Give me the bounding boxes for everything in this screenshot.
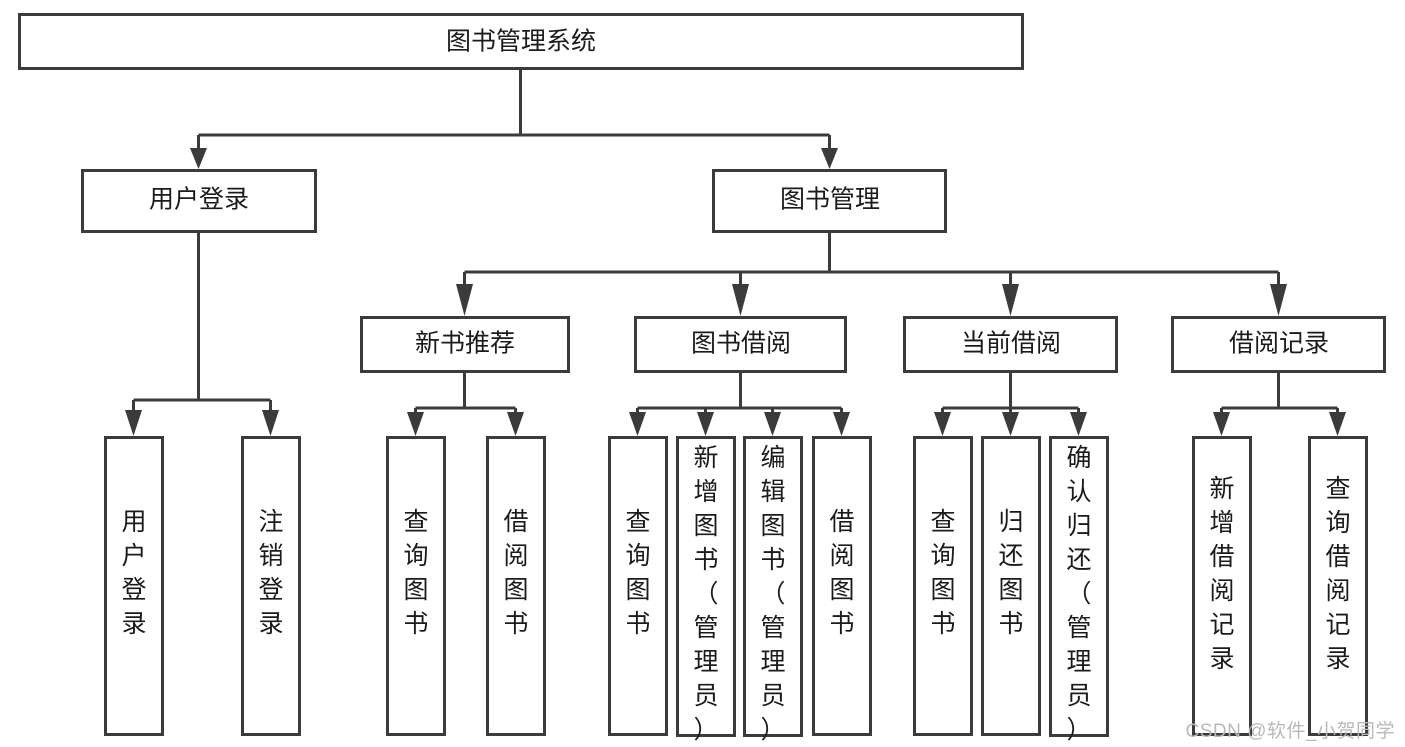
arrow-head-leaf-borrow-book-1: [507, 412, 524, 436]
connector-group-root: [190, 69, 838, 169]
node-book-borrow-box[interactable]: [634, 316, 847, 373]
arrow-head-leaf-query-book-3: [934, 412, 951, 436]
node-borrow-record[interactable]: 借阅记录: [1171, 316, 1386, 373]
node-leaf-query-book-2-box[interactable]: [608, 436, 668, 736]
connector-group-borrow-record: [1213, 372, 1346, 436]
arrow-head-leaf-query-book-2: [629, 412, 646, 436]
node-leaf-borrow-book-1-box[interactable]: [486, 436, 546, 736]
arrow-head-leaf-edit-book: [764, 412, 781, 436]
node-user-login-box[interactable]: [81, 169, 317, 233]
node-current-borrow[interactable]: 当前借阅: [903, 316, 1118, 373]
node-leaf-borrow-book-2[interactable]: 借阅图书: [812, 436, 872, 736]
node-book-management-label: 图书管理: [780, 186, 880, 214]
node-leaf-confirm-return[interactable]: 确认归还（管理员）: [1049, 436, 1109, 745]
arrow-head-leaf-borrow-book-2: [833, 412, 850, 436]
node-leaf-add-book-box[interactable]: [676, 436, 736, 737]
arrow-head-leaf-user-login: [125, 410, 142, 436]
node-leaf-user-login[interactable]: 用户登录: [104, 436, 164, 736]
node-book-management[interactable]: 图书管理: [712, 169, 947, 233]
node-leaf-query-book-2-label: 查询图书: [625, 508, 650, 638]
node-leaf-query-book-3-label: 查询图书: [930, 508, 955, 638]
connector-group-user-login: [125, 232, 279, 436]
node-leaf-add-record-label: 新增借阅记录: [1209, 475, 1234, 673]
node-book-borrow[interactable]: 图书借阅: [634, 316, 847, 373]
node-user-login-label: 用户登录: [149, 186, 249, 214]
node-leaf-query-book-1-label: 查询图书: [403, 508, 428, 638]
node-leaf-query-book-1[interactable]: 查询图书: [386, 436, 446, 736]
arrow-head-borrow-record: [1270, 284, 1287, 316]
node-leaf-query-record[interactable]: 查询借阅记录: [1308, 436, 1368, 736]
node-leaf-query-book-3[interactable]: 查询图书: [913, 436, 973, 736]
node-book-borrow-label: 图书借阅: [691, 330, 791, 358]
node-leaf-logout-login-box[interactable]: [241, 436, 301, 736]
node-user-login[interactable]: 用户登录: [81, 169, 317, 233]
arrow-head-user-login: [190, 148, 207, 169]
node-leaf-confirm-return-label: 确认归还（管理员）: [1066, 444, 1091, 744]
arrow-head-book-borrow: [732, 284, 749, 316]
connector-group-current-borrow: [934, 372, 1087, 436]
node-root[interactable]: 图书管理系统: [18, 13, 1024, 70]
node-leaf-add-record-box[interactable]: [1192, 436, 1252, 736]
node-leaf-user-login-label: 用户登录: [121, 508, 146, 638]
node-root-label: 图书管理系统: [446, 28, 596, 56]
node-leaf-confirm-return-box[interactable]: [1049, 436, 1109, 737]
node-leaf-edit-book-label: 编辑图书（管理员）: [760, 444, 785, 744]
node-current-borrow-label: 当前借阅: [961, 330, 1061, 358]
arrow-head-leaf-confirm-return: [1070, 412, 1087, 436]
node-current-borrow-box[interactable]: [903, 316, 1118, 373]
node-leaf-borrow-book-2-label: 借阅图书: [829, 508, 854, 638]
node-new-book-recommend-label: 新书推荐: [415, 330, 515, 358]
node-leaf-query-record-label: 查询借阅记录: [1325, 475, 1350, 673]
arrow-head-new-book-recommend: [456, 284, 473, 316]
connector-group-book-borrow: [629, 372, 850, 436]
arrow-head-leaf-add-record: [1213, 412, 1230, 436]
arrow-head-current-borrow: [1002, 284, 1019, 316]
node-leaf-borrow-book-2-box[interactable]: [812, 436, 872, 736]
arrow-head-leaf-return-book: [1002, 412, 1019, 436]
node-leaf-borrow-book-1[interactable]: 借阅图书: [486, 436, 546, 736]
node-borrow-record-label: 借阅记录: [1229, 330, 1329, 358]
connector-group-book-management: [456, 232, 1287, 316]
node-leaf-query-record-box[interactable]: [1308, 436, 1368, 736]
node-leaf-edit-book[interactable]: 编辑图书（管理员）: [743, 436, 803, 745]
arrow-head-leaf-add-book: [697, 412, 714, 436]
node-leaf-return-book-box[interactable]: [981, 436, 1041, 736]
node-leaf-query-book-1-box[interactable]: [386, 436, 446, 736]
node-leaf-query-book-3-box[interactable]: [913, 436, 973, 736]
arrow-head-leaf-query-record: [1329, 412, 1346, 436]
node-new-book-recommend-box[interactable]: [360, 316, 570, 373]
node-leaf-return-book[interactable]: 归还图书: [981, 436, 1041, 736]
arrow-head-book-management: [821, 148, 838, 169]
node-leaf-user-login-box[interactable]: [104, 436, 164, 736]
node-borrow-record-box[interactable]: [1171, 316, 1386, 373]
node-book-management-box[interactable]: [712, 169, 947, 233]
node-leaf-logout-login-label: 注销登录: [258, 508, 283, 638]
connector-group-new-book-recommend: [407, 372, 524, 436]
arrow-head-leaf-logout-login: [262, 410, 279, 436]
node-leaf-add-record[interactable]: 新增借阅记录: [1192, 436, 1252, 736]
arrow-head-leaf-query-book-1: [407, 412, 424, 436]
node-new-book-recommend[interactable]: 新书推荐: [360, 316, 570, 373]
node-root-box[interactable]: [18, 13, 1024, 70]
node-leaf-borrow-book-1-label: 借阅图书: [503, 508, 528, 638]
node-leaf-query-book-2[interactable]: 查询图书: [608, 436, 668, 736]
node-leaf-edit-book-box[interactable]: [743, 436, 803, 737]
node-leaf-add-book[interactable]: 新增图书（管理员）: [676, 436, 736, 745]
node-leaf-add-book-label: 新增图书（管理员）: [693, 444, 718, 744]
node-leaf-return-book-label: 归还图书: [998, 508, 1023, 638]
node-leaf-logout-login[interactable]: 注销登录: [241, 436, 301, 736]
